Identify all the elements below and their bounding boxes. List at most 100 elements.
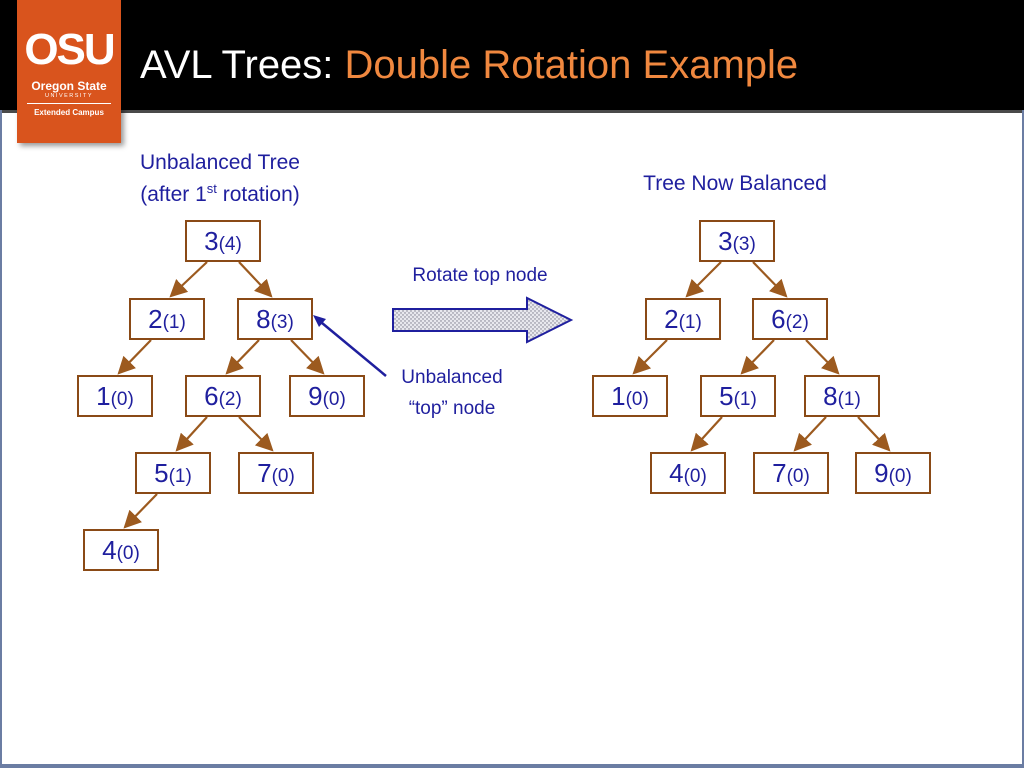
tree-node-6: 6(2) <box>752 298 828 340</box>
node-height: (2) <box>218 389 242 410</box>
node-key: 6 <box>204 381 219 411</box>
logo-name: Oregon State <box>31 79 107 93</box>
node-height: (1) <box>678 312 702 333</box>
node-key: 6 <box>771 304 786 334</box>
tree-node-1: 1(0) <box>592 375 668 417</box>
slide-title: AVL Trees: Double Rotation Example <box>140 40 798 94</box>
node-key: 8 <box>256 304 271 334</box>
left-tree-edges <box>117 261 325 529</box>
rotate-arrow <box>392 296 574 344</box>
tree-node-5: 5(1) <box>135 452 211 494</box>
annotation-line2: “top” node <box>408 398 496 419</box>
title-sub: Double Rotation Example <box>344 43 799 87</box>
node-height: (0) <box>786 466 810 487</box>
node-key: 1 <box>96 381 111 411</box>
tree-node-1: 1(0) <box>77 375 153 417</box>
node-key: 5 <box>719 381 734 411</box>
edge-6-7 <box>238 416 274 452</box>
caption-line2-post: rotation) <box>216 183 300 206</box>
edge-3-8 <box>238 261 273 298</box>
node-height: (0) <box>322 389 346 410</box>
node-height: (1) <box>162 312 186 333</box>
edge-5-4 <box>123 493 158 529</box>
node-key: 9 <box>308 381 323 411</box>
node-key: 5 <box>154 458 169 488</box>
edge-6-5 <box>175 416 208 452</box>
logo-university: UNIVERSITY <box>44 93 93 99</box>
tree-node-8: 8(1) <box>804 375 880 417</box>
right-tree-edges <box>632 261 891 452</box>
node-key: 8 <box>823 381 838 411</box>
node-height: (0) <box>625 389 649 410</box>
tree-node-7: 7(0) <box>753 452 829 494</box>
osu-logo: OSU Oregon State UNIVERSITY Extended Cam… <box>17 0 121 143</box>
pointer-line <box>315 317 387 377</box>
logo-campus: Extended Campus <box>34 108 104 117</box>
caption-line2-sup: st <box>206 181 217 196</box>
node-key: 3 <box>204 226 219 256</box>
node-height: (0) <box>683 466 707 487</box>
left-caption: Unbalanced Tree (after 1st rotation) <box>100 147 340 211</box>
left-caption-line1: Unbalanced Tree <box>140 151 300 174</box>
tree-node-2: 2(1) <box>645 298 721 340</box>
tree-node-9: 9(0) <box>289 375 365 417</box>
node-key: 1 <box>611 381 626 411</box>
left-border <box>0 110 2 768</box>
node-height: (0) <box>110 389 134 410</box>
right-caption: Tree Now Balanced <box>643 172 827 195</box>
rotate-label: Rotate top node <box>412 265 548 286</box>
caption-line2-pre: (after 1 <box>140 183 207 206</box>
node-height: (3) <box>270 312 294 333</box>
node-height: (4) <box>218 234 242 255</box>
node-key: 3 <box>718 226 733 256</box>
title-main: AVL Trees: <box>140 43 334 87</box>
annotation-line1: Unbalanced <box>401 367 503 388</box>
node-key: 2 <box>148 304 163 334</box>
node-key: 4 <box>669 458 684 488</box>
edge-5-4 <box>690 416 723 452</box>
node-key: 7 <box>257 458 272 488</box>
unbalanced-annotation: Unbalanced “top” node <box>372 362 532 424</box>
edge-3-6 <box>752 261 788 298</box>
tree-node-7: 7(0) <box>238 452 314 494</box>
tree-node-3: 3(3) <box>699 220 775 262</box>
node-key: 2 <box>664 304 679 334</box>
tree-node-5: 5(1) <box>700 375 776 417</box>
slide-header <box>0 0 1024 113</box>
edge-6-8 <box>805 339 840 375</box>
edge-8-9 <box>857 416 891 452</box>
pointer-arrowhead <box>313 315 326 327</box>
node-height: (1) <box>168 466 192 487</box>
edge-3-2 <box>685 261 722 298</box>
tree-node-4: 4(0) <box>650 452 726 494</box>
tree-node-4: 4(0) <box>83 529 159 571</box>
tree-node-3: 3(4) <box>185 220 261 262</box>
node-height: (1) <box>733 389 757 410</box>
tree-node-2: 2(1) <box>129 298 205 340</box>
edge-2-1 <box>632 339 668 375</box>
node-key: 9 <box>874 458 889 488</box>
edge-8-6 <box>225 339 260 375</box>
right-border <box>1022 110 1024 768</box>
edge-8-9 <box>290 339 325 375</box>
edge-3-2 <box>169 261 208 298</box>
left-caption-line2: (after 1st rotation) <box>100 179 340 211</box>
node-height: (0) <box>888 466 912 487</box>
node-height: (2) <box>785 312 809 333</box>
node-height: (1) <box>837 389 861 410</box>
tree-node-8: 8(3) <box>237 298 313 340</box>
tree-node-9: 9(0) <box>855 452 931 494</box>
edge-2-1 <box>117 339 152 375</box>
node-key: 7 <box>772 458 787 488</box>
node-height: (0) <box>271 466 295 487</box>
logo-abbr: OSU <box>24 25 115 74</box>
node-height: (3) <box>732 234 756 255</box>
logo-divider <box>27 103 111 104</box>
edge-6-5 <box>740 339 775 375</box>
node-key: 4 <box>102 535 117 565</box>
bottom-border <box>0 764 1024 768</box>
edge-8-7 <box>793 416 827 452</box>
tree-node-6: 6(2) <box>185 375 261 417</box>
